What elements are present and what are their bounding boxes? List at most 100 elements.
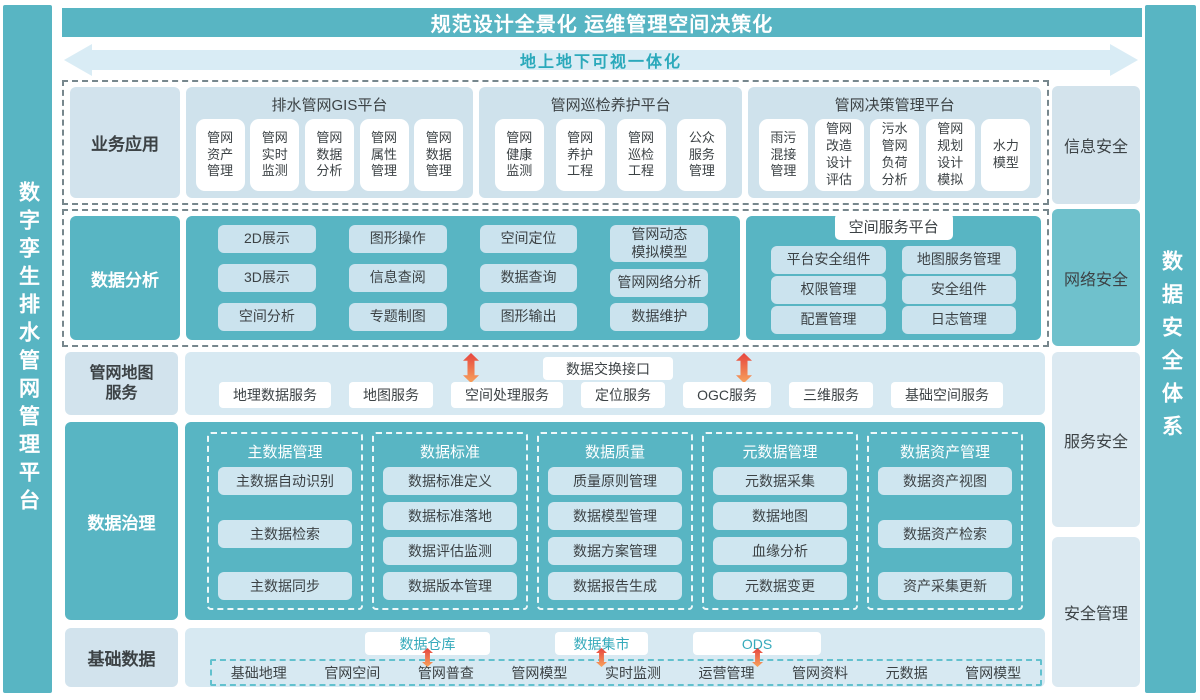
- service-box: 定位服务: [581, 382, 666, 408]
- source-item: 管网模型: [965, 664, 1022, 681]
- arrow-banner-body: [91, 50, 1111, 70]
- analysis-box: 空间分析: [218, 303, 316, 331]
- module-box: 管网 数据 管理: [414, 119, 464, 191]
- governance-box: 数据模型管理: [548, 502, 682, 530]
- platform-inspection-title: 管网巡检养护平台: [550, 97, 671, 114]
- platform-gis: 排水管网GIS平台 管网 资产 管理 管网 实时 监测 管网 数据 分析 管网 …: [186, 87, 473, 198]
- governance-group-standard: 数据标准 数据标准定义 数据标准落地 数据评估监测 数据版本管理: [372, 432, 528, 610]
- module-box: 水力 模型: [981, 119, 1031, 191]
- platform-decision: 管网决策管理平台 雨污 混接 管理 管网 改造 设计 评估 污水 管网 负荷 分…: [748, 87, 1041, 198]
- data-security-rail: 数据安全体系: [1145, 5, 1196, 693]
- governance-box: 主数据同步: [218, 572, 352, 600]
- analysis-box: 图形输出: [479, 303, 578, 331]
- group-title: 元数据管理: [742, 444, 818, 461]
- governance-box: 数据标准定义: [383, 467, 517, 495]
- governance-group-master: 主数据管理 主数据自动识别 主数据检索 主数据同步: [207, 432, 363, 610]
- security-box-management: 安全管理: [1052, 537, 1140, 687]
- vertical-double-arrow-icon: [752, 648, 763, 667]
- source-item: 管网模型: [511, 664, 568, 681]
- module-box: 管网 规划 设计 模拟: [925, 119, 975, 191]
- analysis-box: 数据查询: [479, 264, 578, 292]
- row-label-analysis: 数据分析: [70, 216, 180, 340]
- group-title: 数据质量: [584, 444, 645, 461]
- analysis-box: 管网动态 模拟模型: [610, 225, 709, 262]
- governance-box: 元数据采集: [713, 467, 847, 495]
- module-box: 管网 实时 监测: [250, 119, 300, 191]
- governance-box: 资产采集更新: [878, 572, 1012, 600]
- platform-gis-title: 排水管网GIS平台: [271, 97, 388, 114]
- analysis-box: 数据维护: [610, 303, 709, 331]
- analysis-box: 专题制图: [348, 303, 447, 331]
- source-item: 元数据: [885, 664, 928, 681]
- module-box: 管网 资产 管理: [195, 119, 245, 191]
- service-box: 地理数据服务: [219, 382, 331, 408]
- module-box: 管网 属性 管理: [359, 119, 409, 191]
- module-box: 雨污 混接 管理: [758, 119, 808, 191]
- spatial-service-platform: 空间服务平台 平台安全组件 权限管理 配置管理 地图服务管理 安全组件 日志管理: [746, 213, 1041, 340]
- group-title: 数据资产管理: [899, 444, 990, 461]
- service-box: 三维服务: [788, 382, 873, 408]
- analysis-box: 图形操作: [348, 225, 447, 253]
- platform-inspection: 管网巡检养护平台 管网 健康 监测 管网 养护 工程 管网 巡检 工程 公众 服…: [478, 87, 743, 198]
- service-box: OGC服务: [683, 382, 771, 408]
- governance-group-quality: 数据质量 质量原则管理 数据模型管理 数据方案管理 数据报告生成: [537, 432, 693, 610]
- row-label-governance: 数据治理: [65, 422, 178, 620]
- governance-box: 数据资产视图: [878, 467, 1012, 495]
- source-item: 基础地理: [230, 664, 287, 681]
- source-item: 管网普查: [417, 664, 474, 681]
- governance-box: 血缘分析: [713, 537, 847, 565]
- security-box-information: 信息安全: [1052, 86, 1140, 204]
- governance-box: 数据评估监测: [383, 537, 517, 565]
- analysis-box: 2D展示: [218, 225, 316, 253]
- vertical-double-arrow-icon: [463, 353, 479, 383]
- spatial-box: 安全组件: [901, 276, 1017, 304]
- data-exchange-box: 数据交换接口: [543, 357, 673, 380]
- arrow-banner-label: 地上地下可视一体化: [519, 54, 682, 71]
- governance-panel: 主数据管理 主数据自动识别 主数据检索 主数据同步 数据标准 数据标准定义 数据…: [185, 422, 1045, 620]
- module-box: 管网 养护 工程: [555, 119, 605, 191]
- governance-box: 数据版本管理: [383, 572, 517, 600]
- vertical-double-arrow-icon: [736, 353, 752, 383]
- spatial-box: 配置管理: [771, 306, 886, 334]
- source-item: 官网空间: [324, 664, 381, 681]
- analysis-box: 信息查阅: [348, 264, 447, 292]
- row-data-analysis: 数据分析 2D展示 3D展示 空间分析 图形操作 信息查阅 专题制图 空间定位 …: [62, 209, 1049, 347]
- spatial-box: 权限管理: [771, 276, 886, 304]
- analysis-box: 管网网络分析: [610, 268, 709, 297]
- base-data-panel: 数据仓库 数据集市 ODS 基础地理 官网空间 管网普查 管网模型 实时监测 运…: [185, 628, 1045, 687]
- governance-group-metadata: 元数据管理 元数据采集 数据地图 血缘分析 元数据变更: [702, 432, 858, 610]
- source-item: 实时监测: [604, 664, 661, 681]
- source-item: 管网资料: [792, 664, 849, 681]
- governance-box: 数据资产检索: [878, 519, 1012, 548]
- service-box: 空间处理服务: [451, 382, 564, 408]
- store-data-warehouse: 数据仓库: [365, 632, 490, 655]
- platform-decision-title: 管网决策管理平台: [834, 97, 955, 114]
- analysis-box: 3D展示: [218, 264, 316, 292]
- source-item: 运营管理: [698, 664, 755, 681]
- vertical-double-arrow-icon: [596, 648, 607, 667]
- row-business-applications: 业务应用 排水管网GIS平台 管网 资产 管理 管网 实时 监测 管网 数据 分…: [62, 80, 1049, 205]
- row-label-business: 业务应用: [70, 87, 180, 198]
- bidirectional-arrow-banner: 地上地下可视一体化: [64, 44, 1138, 76]
- spatial-box: 平台安全组件: [771, 246, 886, 274]
- data-sources-strip: 基础地理 官网空间 管网普查 管网模型 实时监测 运营管理 管网资料 元数据 管…: [210, 659, 1042, 686]
- spatial-box: 日志管理: [901, 306, 1017, 334]
- module-box: 管网 改造 设计 评估: [814, 119, 864, 191]
- module-box: 公众 服务 管理: [677, 119, 727, 191]
- security-box-service: 服务安全: [1052, 352, 1140, 527]
- governance-box: 主数据自动识别: [218, 467, 352, 495]
- store-ods: ODS: [693, 632, 821, 655]
- governance-box: 元数据变更: [713, 572, 847, 600]
- module-box: 管网 数据 分析: [304, 119, 354, 191]
- map-services-panel: 数据交换接口 地理数据服务 地图服务 空间处理服务 定位服务 OGC服务 三维服…: [185, 352, 1045, 415]
- service-box: 基础空间服务: [890, 382, 1003, 408]
- analysis-box: 空间定位: [479, 225, 578, 253]
- arrow-left-head-icon: [64, 44, 92, 76]
- store-data-mart: 数据集市: [555, 632, 648, 655]
- row-label-base-data: 基础数据: [65, 628, 178, 687]
- platform-title-rail: 数字孪生排水管网管理平台: [3, 5, 52, 693]
- arrow-right-head-icon: [1110, 44, 1138, 76]
- module-box: 管网 巡检 工程: [616, 119, 666, 191]
- spatial-platform-tab: 空间服务平台: [834, 213, 953, 240]
